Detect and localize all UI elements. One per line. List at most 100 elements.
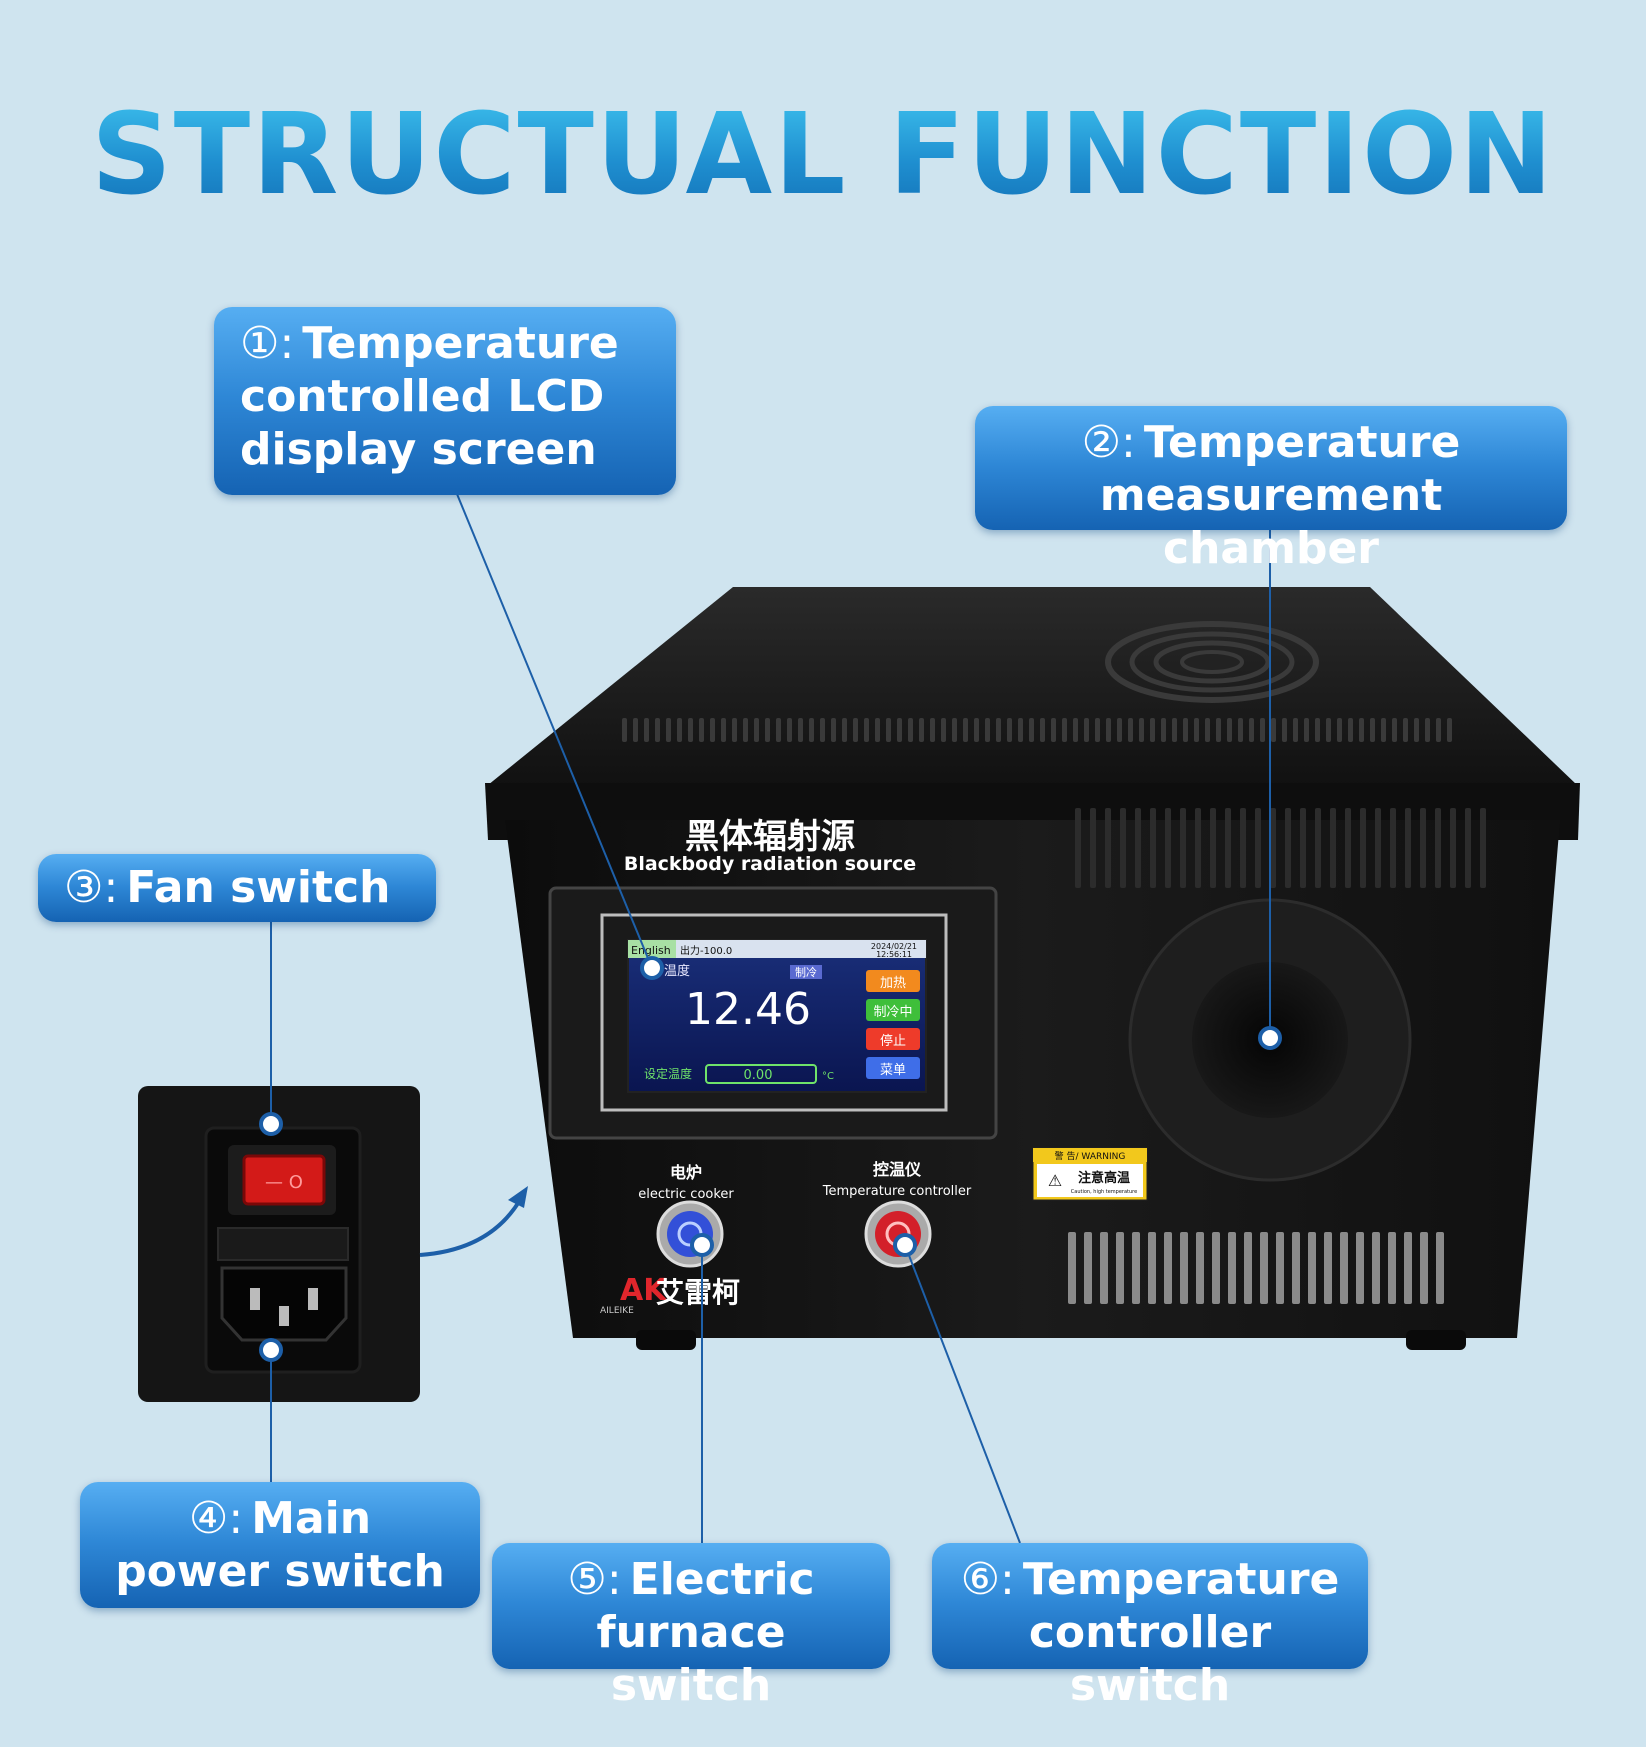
vent-slot bbox=[1073, 718, 1078, 742]
callout-lcd-display: ①:Temperature controlled LCD display scr… bbox=[214, 307, 676, 495]
vent-slot bbox=[974, 718, 979, 742]
vent-slot bbox=[809, 718, 814, 742]
vent-slot bbox=[1292, 1232, 1300, 1304]
vent-slot bbox=[1040, 718, 1045, 742]
callout-main-power-switch: ④:Main power switch bbox=[80, 1482, 480, 1608]
vent-slot bbox=[1420, 808, 1426, 888]
vent-slot bbox=[1075, 808, 1081, 888]
svg-text:停止: 停止 bbox=[880, 1033, 906, 1049]
vent-slot bbox=[1405, 808, 1411, 888]
vent-slot bbox=[1403, 718, 1408, 742]
lcd-reading: 12.46 bbox=[685, 984, 811, 1035]
marker-controller-switch bbox=[893, 1233, 917, 1257]
vent-slot bbox=[1326, 718, 1331, 742]
vent-slot bbox=[1375, 808, 1381, 888]
vent-slot bbox=[1150, 808, 1156, 888]
warning-triangle-icon: ⚠ bbox=[1048, 1171, 1062, 1190]
callout-fan-switch: ③:Fan switch bbox=[38, 854, 436, 922]
lcd-button-cool[interactable]: 制冷中 bbox=[866, 999, 920, 1021]
vent-slot bbox=[985, 718, 990, 742]
vent-slot bbox=[1420, 1232, 1428, 1304]
vent-slot bbox=[1084, 718, 1089, 742]
lcd-lang-tab bbox=[628, 940, 676, 958]
vent-slot bbox=[1228, 1232, 1236, 1304]
lcd-button-menu[interactable]: 菜单 bbox=[866, 1057, 920, 1079]
marker-lcd bbox=[640, 956, 664, 980]
vent-slot bbox=[1120, 808, 1126, 888]
vent-slot bbox=[1359, 718, 1364, 742]
vent-slot bbox=[710, 718, 715, 742]
svg-text:注意高温: 注意高温 bbox=[1078, 1170, 1130, 1186]
vent-slot bbox=[1465, 808, 1471, 888]
vent-slot bbox=[1249, 718, 1254, 742]
lcd-set-label: 设定温度 bbox=[644, 1066, 692, 1081]
side-vent-lower bbox=[1068, 1232, 1444, 1304]
vent-slot bbox=[1388, 1232, 1396, 1304]
vent-slot bbox=[963, 718, 968, 742]
vent-slot bbox=[1381, 718, 1386, 742]
vent-slot bbox=[754, 718, 759, 742]
switch1-label-cn: 电炉 bbox=[670, 1163, 702, 1182]
lcd-unit: °C bbox=[822, 1071, 834, 1082]
vent-slot bbox=[1117, 718, 1122, 742]
lcd-lang[interactable]: English bbox=[631, 944, 671, 957]
vent-slot bbox=[1436, 718, 1441, 742]
vent-slot bbox=[831, 718, 836, 742]
callout-temperature-controller-switch: ⑥:Temperature controller switch bbox=[932, 1543, 1368, 1711]
vent-slot bbox=[952, 718, 957, 742]
vent-slot bbox=[1062, 718, 1067, 742]
svg-text:加热: 加热 bbox=[880, 976, 906, 991]
vent-slot bbox=[1324, 1232, 1332, 1304]
vent-slot bbox=[1212, 1232, 1220, 1304]
vent-slot bbox=[1238, 718, 1243, 742]
device-name-en: Blackbody radiation source bbox=[624, 853, 916, 875]
svg-text:警 告/ WARNING: 警 告/ WARNING bbox=[1055, 1150, 1126, 1162]
vent-slot bbox=[1240, 808, 1246, 888]
vent-slot bbox=[721, 718, 726, 742]
inset-arrow bbox=[419, 1198, 522, 1257]
vent-slot bbox=[1100, 1232, 1108, 1304]
vent-slot bbox=[743, 718, 748, 742]
vent-slot bbox=[1227, 718, 1232, 742]
vent-slot bbox=[1300, 808, 1306, 888]
vent-slot bbox=[1105, 808, 1111, 888]
vent-slot bbox=[1183, 718, 1188, 742]
vent-slot bbox=[1132, 1232, 1140, 1304]
lcd-button-heat[interactable]: 加热 bbox=[866, 970, 920, 992]
fan-rocker-switch[interactable] bbox=[242, 1154, 326, 1206]
lcd-button-stop[interactable]: 停止 bbox=[866, 1028, 920, 1050]
lcd-set-field[interactable] bbox=[705, 1064, 817, 1084]
vent-slot bbox=[897, 718, 902, 742]
vent-slot bbox=[820, 718, 825, 742]
vent-slot bbox=[1340, 1232, 1348, 1304]
vent-slot bbox=[699, 718, 704, 742]
vent-slot bbox=[1390, 808, 1396, 888]
vent-slot bbox=[930, 718, 935, 742]
lcd-mode: 制冷 bbox=[795, 966, 817, 979]
rear-panel-inset: — O bbox=[138, 1086, 420, 1402]
vent-slot bbox=[1150, 718, 1155, 742]
vent-slot bbox=[1330, 808, 1336, 888]
main-power-socket[interactable] bbox=[220, 1266, 348, 1342]
vent-slot bbox=[941, 718, 946, 742]
vent-slot bbox=[1293, 718, 1298, 742]
page-title: STRUCTUAL FUNCTION bbox=[0, 90, 1646, 220]
vent-slot bbox=[655, 718, 660, 742]
vent-slot bbox=[1095, 718, 1100, 742]
vent-slot bbox=[875, 718, 880, 742]
vent-slot bbox=[1270, 808, 1276, 888]
vent-slot bbox=[1271, 718, 1276, 742]
vent-slot bbox=[1084, 1232, 1092, 1304]
vent-slot bbox=[1392, 718, 1397, 742]
vent-slot bbox=[1370, 718, 1375, 742]
lcd-status-bar bbox=[628, 940, 926, 958]
lcd-frame bbox=[600, 913, 948, 1112]
vent-slot bbox=[1308, 1232, 1316, 1304]
brand-logo-icon: AK bbox=[620, 1273, 668, 1308]
lcd-time: 12:56:11 bbox=[876, 950, 912, 959]
vent-slot bbox=[1425, 718, 1430, 742]
switch2-label-cn: 控温仪 bbox=[873, 1160, 922, 1179]
vent-slot bbox=[1348, 718, 1353, 742]
vent-slot bbox=[1106, 718, 1111, 742]
